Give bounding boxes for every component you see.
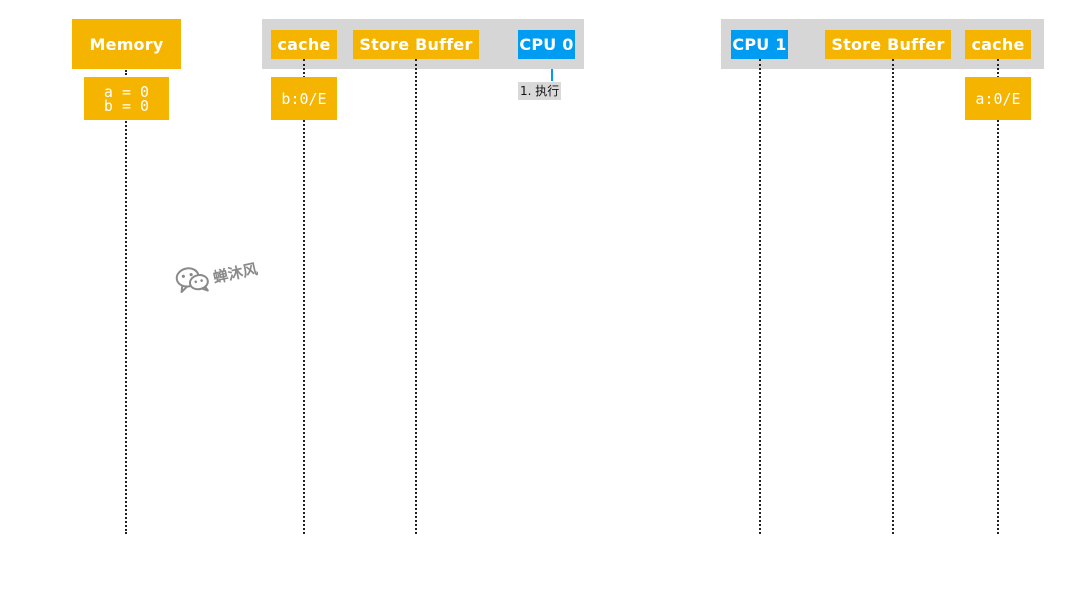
cpu1-cache-value: a:0/E (965, 77, 1031, 120)
cpu0-store-buffer-label: Store Buffer (359, 35, 473, 54)
cpu0-store-buffer-box: Store Buffer (353, 30, 479, 59)
watermark-text: 蝉沐风 (211, 259, 260, 287)
cpu1-box: CPU 1 (731, 30, 788, 59)
memory-lifeline (125, 70, 127, 534)
cpu0-label: CPU 0 (519, 35, 574, 54)
cpu1-lifeline (759, 59, 761, 534)
cpu0-cache-box: cache (271, 30, 337, 59)
memory-box: Memory (72, 19, 181, 69)
wechat-icon (172, 261, 212, 301)
cpu1-cache-lifeline (997, 59, 999, 534)
memory-label: Memory (89, 34, 164, 54)
cpu1-store-buffer-lifeline (892, 59, 894, 534)
cpu1-store-buffer-label: Store Buffer (831, 35, 945, 54)
cpu0-cache-value: b:0/E (271, 77, 337, 120)
cpu0-execution-marker (551, 69, 553, 81)
cpu0-cache-label: cache (277, 35, 331, 54)
cpu0-store-buffer-lifeline (415, 59, 417, 534)
cpu0-step-note: 1. 执行 (518, 82, 562, 100)
memory-values: a = 0 b = 0 (84, 77, 169, 120)
cpu1-store-buffer-box: Store Buffer (825, 30, 951, 59)
cpu0-box: CPU 0 (518, 30, 575, 59)
cpu1-label: CPU 1 (732, 35, 787, 54)
cpu1-cache-box: cache (965, 30, 1031, 59)
watermark: 蝉沐风 (172, 251, 260, 302)
cpu1-cache-label: cache (971, 35, 1025, 54)
cpu0-cache-lifeline (303, 59, 305, 534)
